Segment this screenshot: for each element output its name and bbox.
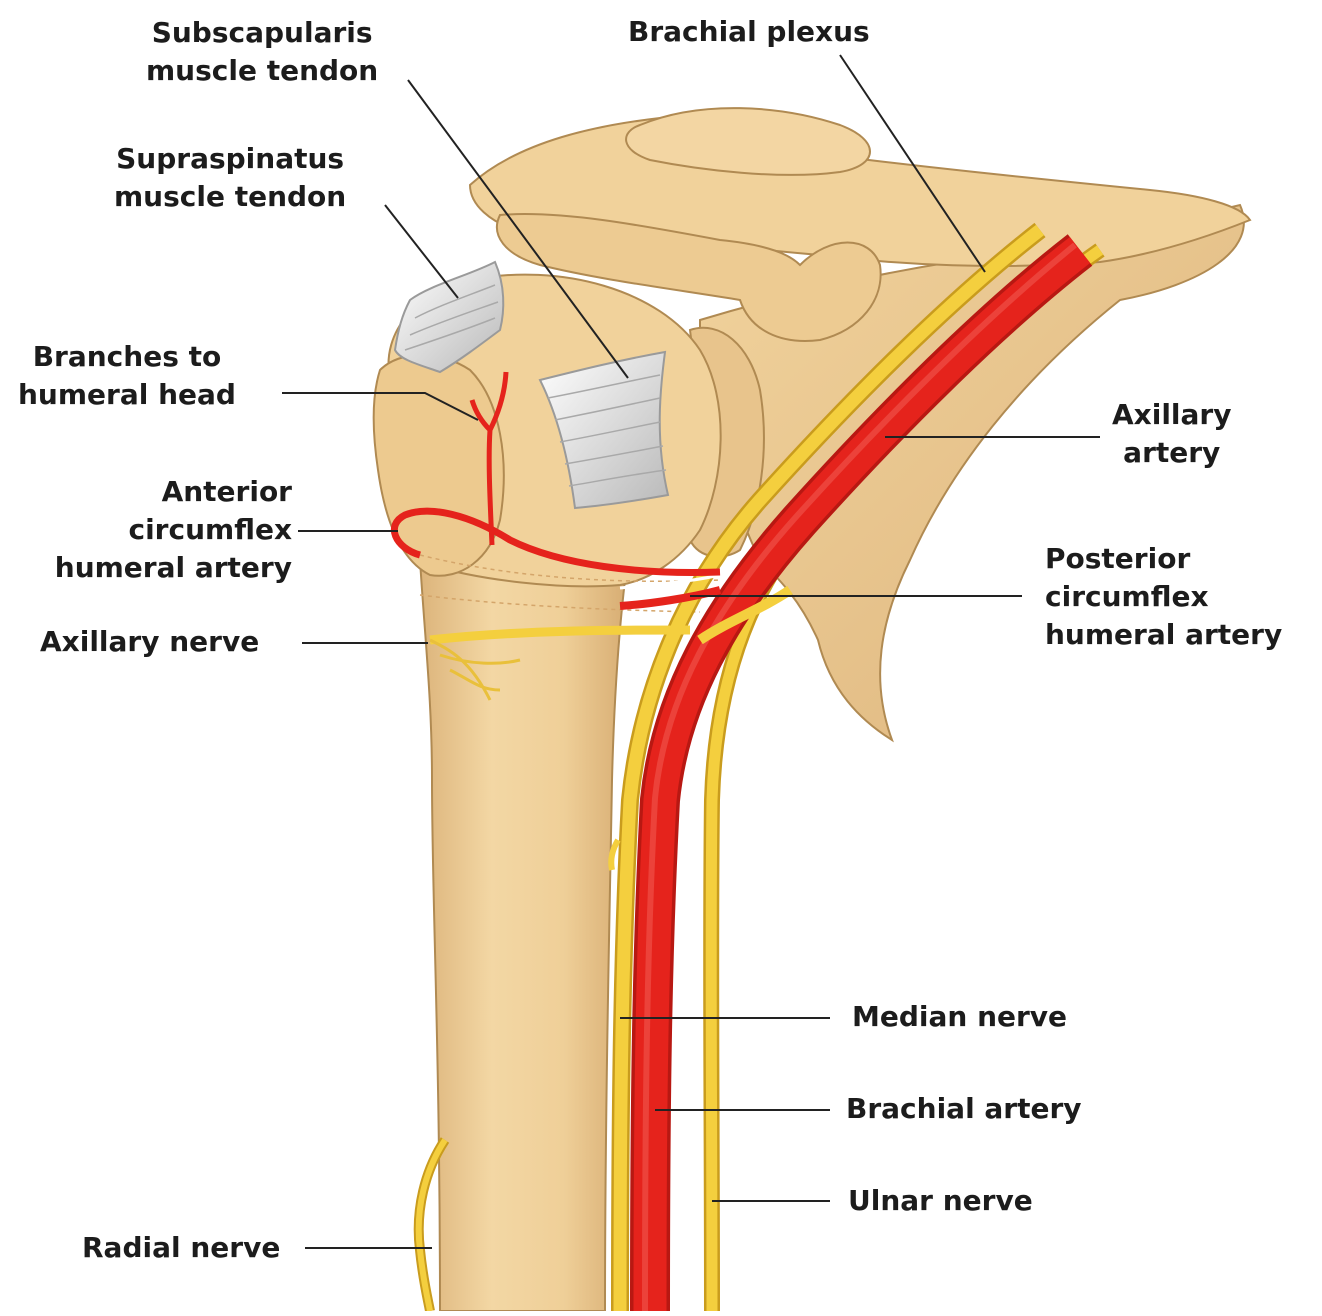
label-supraspinatus-line1: Supraspinatus bbox=[114, 140, 346, 178]
humerus-shaft bbox=[420, 560, 625, 1311]
label-brachial-plexus: Brachial plexus bbox=[628, 13, 870, 51]
label-axillary-artery: Axillary artery bbox=[1112, 396, 1231, 472]
label-supraspinatus-line2: muscle tendon bbox=[114, 178, 346, 216]
label-axillary-nerve: Axillary nerve bbox=[40, 623, 259, 661]
posterior-circumflex-artery bbox=[620, 590, 720, 606]
label-radial-nerve: Radial nerve bbox=[82, 1229, 280, 1267]
label-supraspinatus: Supraspinatus muscle tendon bbox=[114, 140, 346, 216]
label-posterior-line3: humeral artery bbox=[1045, 616, 1282, 654]
label-radial-nerve-text: Radial nerve bbox=[82, 1229, 280, 1267]
label-posterior-circumflex: Posterior circumflex humeral artery bbox=[1045, 540, 1282, 654]
label-brachial-artery: Brachial artery bbox=[846, 1090, 1082, 1128]
label-anterior-line2: circumflex bbox=[22, 511, 292, 549]
label-ulnar-nerve-text: Ulnar nerve bbox=[848, 1182, 1033, 1220]
label-ulnar-nerve: Ulnar nerve bbox=[848, 1182, 1033, 1220]
label-posterior-line1: Posterior bbox=[1045, 540, 1282, 578]
leader-supraspinatus bbox=[385, 205, 458, 298]
label-median-nerve: Median nerve bbox=[852, 998, 1067, 1036]
label-anterior-circumflex: Anterior circumflex humeral artery bbox=[22, 473, 292, 587]
label-axillary-nerve-text: Axillary nerve bbox=[40, 623, 259, 661]
label-branches-line2: humeral head bbox=[18, 376, 236, 414]
label-branches-humeral-head: Branches to humeral head bbox=[18, 338, 236, 414]
label-branches-line1: Branches to bbox=[18, 338, 236, 376]
label-subscapularis-line2: muscle tendon bbox=[146, 52, 378, 90]
label-axillary-artery-line2: artery bbox=[1112, 434, 1231, 472]
label-subscapularis: Subscapularis muscle tendon bbox=[146, 14, 378, 90]
label-subscapularis-line1: Subscapularis bbox=[146, 14, 378, 52]
label-median-nerve-text: Median nerve bbox=[852, 998, 1067, 1036]
label-anterior-line3: humeral artery bbox=[22, 549, 292, 587]
label-posterior-line2: circumflex bbox=[1045, 578, 1282, 616]
label-brachial-plexus-text: Brachial plexus bbox=[628, 13, 870, 51]
label-brachial-artery-text: Brachial artery bbox=[846, 1090, 1082, 1128]
label-anterior-line1: Anterior bbox=[22, 473, 292, 511]
label-axillary-artery-line1: Axillary bbox=[1112, 396, 1231, 434]
greater-tubercle bbox=[374, 355, 504, 576]
